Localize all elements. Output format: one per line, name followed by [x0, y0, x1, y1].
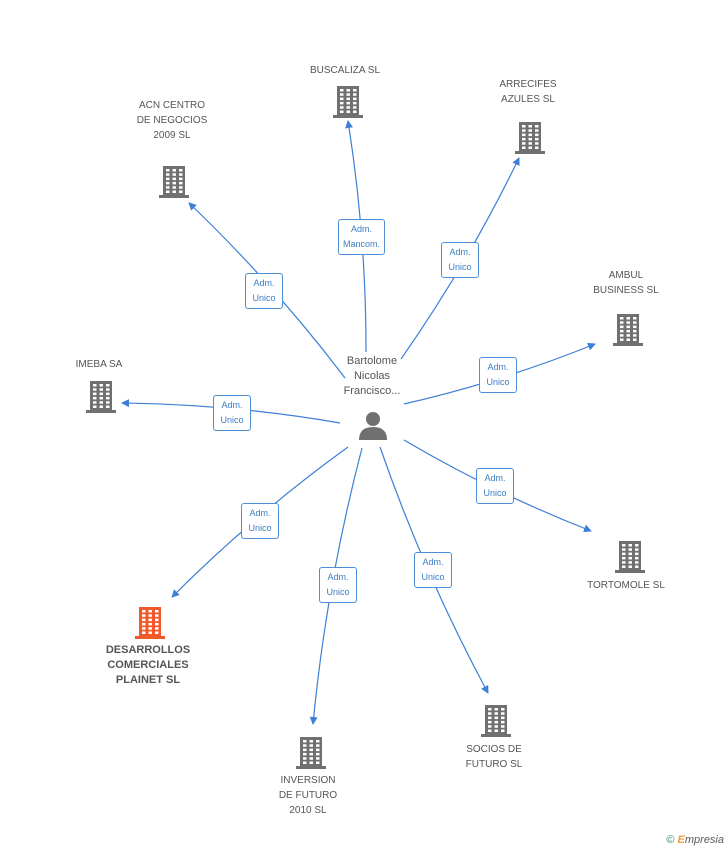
brand-name: mpresia [684, 834, 724, 846]
company-label-socios[interactable]: SOCIOS DE FUTURO SL [465, 744, 523, 770]
person-icon[interactable] [358, 410, 388, 440]
building-icon-socios[interactable] [481, 703, 511, 737]
person-name[interactable]: Bartolome Nicolas Francisco... [343, 355, 401, 397]
building-icon-ambul[interactable] [613, 312, 643, 346]
building-icon-arrecifes[interactable] [515, 120, 545, 154]
role-badge-imeba: Adm. Unico [213, 395, 251, 431]
company-label-ambul[interactable]: AMBUL BUSINESS SL [593, 270, 659, 296]
company-label-desarrollos[interactable]: DESARROLLOS COMERCIALES PLAINET SL [105, 644, 191, 686]
building-icon-inversion[interactable] [296, 735, 326, 769]
company-label-acn[interactable]: ACN CENTRO DE NEGOCIOS 2009 SL [136, 100, 208, 141]
company-label-inversion[interactable]: INVERSION DE FUTURO 2010 SL [278, 775, 338, 816]
company-label-arrecifes[interactable]: ARRECIFES AZULES SL [499, 79, 557, 105]
role-badge-arrecifes: Adm. Unico [441, 242, 479, 278]
role-badge-tortomole: Adm. Unico [476, 468, 514, 504]
role-badge-acn: Adm. Unico [245, 273, 283, 309]
building-icon-acn[interactable] [159, 164, 189, 198]
building-icon-tortomole[interactable] [615, 539, 645, 573]
building-icon-buscaliza[interactable] [333, 84, 363, 118]
role-badge-buscaliza: Adm. Mancom. [338, 219, 386, 255]
building-icon-desarrollos[interactable] [135, 605, 165, 639]
brand-e: E [677, 834, 685, 846]
company-label-tortomole[interactable]: TORTOMOLE SL [587, 580, 665, 591]
footer-brand: © Empresia [666, 834, 724, 846]
copyright-symbol: © [666, 834, 675, 846]
building-icon-imeba[interactable] [86, 379, 116, 413]
role-badge-inversion: Adm. Unico [319, 567, 357, 603]
role-badge-ambul: Adm. Unico [479, 357, 517, 393]
company-label-buscaliza[interactable]: BUSCALIZA SL [309, 65, 381, 76]
role-badge-desarrollos: Adm. Unico [241, 503, 279, 539]
role-badge-socios: Adm. Unico [414, 552, 452, 588]
company-label-imeba[interactable]: IMEBA SA [75, 359, 123, 370]
